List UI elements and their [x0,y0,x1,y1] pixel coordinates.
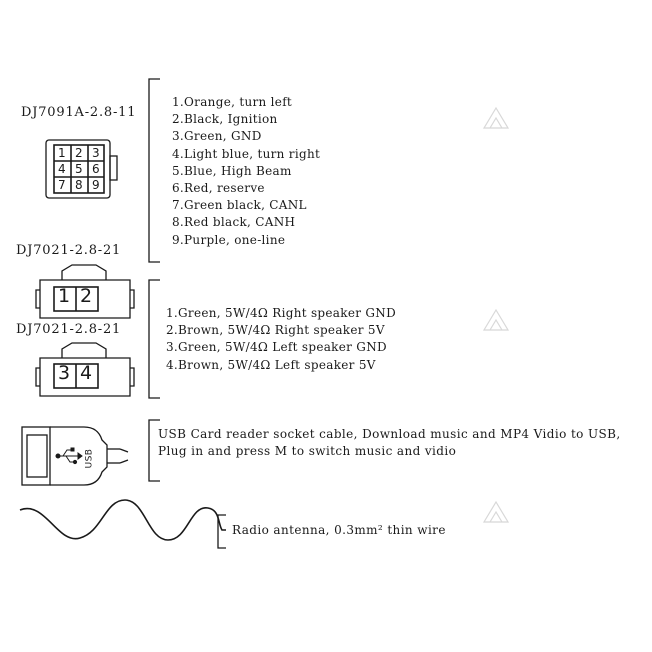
pin-2-large: 2 [80,285,93,307]
wire-item: 4.Light blue, turn right [172,146,321,161]
pin-8: 8 [75,178,84,192]
usb-description-line2: Plug in and press M to switch music and … [158,444,457,458]
pin-1: 1 [58,146,67,160]
wire-item: 7.Green black, CANL [172,198,307,213]
wire-item: 9.Purple, one-line [172,232,286,247]
antenna-description: Radio antenna, 0.3mm² thin wire [232,523,446,537]
pin-2: 2 [75,146,84,160]
wire-item: 8.Red black, CANH [172,215,296,230]
wire-item: 2.Brown, 5W/4Ω Right speaker 5V [166,323,385,338]
connector-9pin-wire-list: 1.Orange, turn left 2.Black, Ignition 3.… [172,94,320,249]
connector-9pin-label: DJ7091A-2.8-11 [21,105,137,120]
wire-item: 6.Red, reserve [172,181,265,196]
usb-description-line1: USB Card reader socket cable, Download m… [158,427,621,441]
wire-item: 5.Blue, High Beam [172,163,292,178]
pin-7: 7 [58,178,67,192]
pin-4: 4 [58,162,67,176]
pin-9: 9 [92,178,101,192]
pin-1-large: 1 [58,285,71,307]
usb-symbol [55,447,83,465]
wire-item: 2.Black, Ignition [172,112,278,127]
bracket-1 [148,78,160,263]
connector-2pin-a-label: DJ7021-2.8-21 [16,243,122,258]
bracket-4 [217,514,226,549]
wire-item: 1.Green, 5W/4Ω Right speaker GND [166,306,396,320]
wire-item: 1.Orange, turn left [172,95,293,109]
connector-9pin-housing [45,139,118,199]
pin-6: 6 [92,162,101,176]
wire-item: 3.Green, GND [172,129,262,144]
usb-plug-text: USB [84,448,95,469]
watermark [482,106,510,523]
speaker-wire-list: 1.Green, 5W/4Ω Right speaker GND 2.Brown… [166,305,396,374]
bracket-3 [148,419,160,482]
bracket-2 [148,279,160,399]
connector-2pin-b-label: DJ7021-2.8-21 [16,322,122,337]
pin-5: 5 [75,162,84,176]
wire-item: 4.Brown, 5W/4Ω Left speaker 5V [166,357,376,372]
pin-4-large: 4 [80,362,93,384]
wire-item: 3.Green, 5W/4Ω Left speaker GND [166,340,387,355]
pin-3-large: 3 [58,362,71,384]
usb-plug-body [21,426,129,486]
pin-3: 3 [92,146,101,160]
connector-2pin-a-housing [35,264,135,319]
antenna-wire [19,499,226,541]
connector-2pin-b-housing [35,342,135,397]
